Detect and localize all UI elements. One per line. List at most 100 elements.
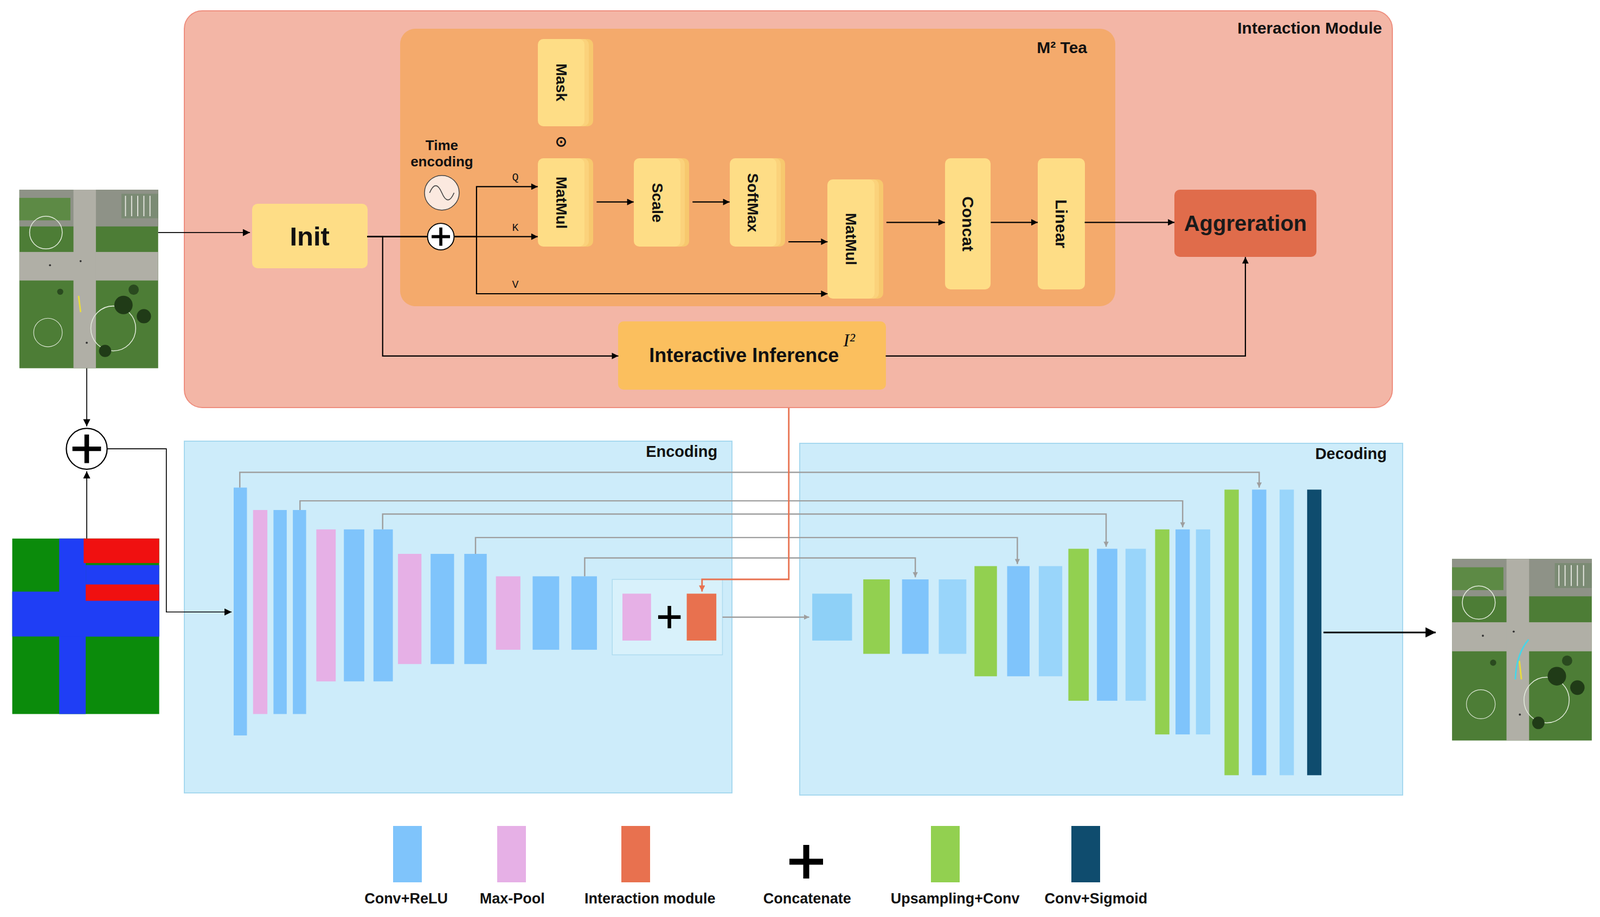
box-label: SoftMax bbox=[744, 172, 762, 233]
concatenate-symbol bbox=[658, 606, 681, 629]
connector-arrow bbox=[367, 186, 538, 237]
segmentation-map bbox=[85, 584, 160, 601]
decoder-layer bbox=[1068, 549, 1089, 702]
input-wire bbox=[86, 368, 88, 427]
skip-connection bbox=[239, 472, 1259, 618]
stage-panel: Encoding bbox=[183, 440, 734, 794]
segmentation-map bbox=[12, 538, 160, 715]
legend-symbol bbox=[789, 845, 824, 879]
encoder-layer bbox=[373, 529, 394, 682]
segmentation-map bbox=[83, 538, 159, 564]
edge-label-text: K bbox=[510, 221, 520, 234]
connector-arrow bbox=[788, 241, 828, 243]
encoder-layer bbox=[496, 576, 521, 651]
decoder-layer bbox=[1251, 489, 1267, 776]
layer-box: MatMul bbox=[537, 158, 586, 248]
legend-swatch bbox=[621, 826, 651, 883]
connector-arrow bbox=[990, 221, 1038, 223]
add-symbol bbox=[427, 223, 455, 250]
legend-swatch bbox=[497, 826, 526, 883]
box-label: MatMul bbox=[842, 213, 860, 266]
legend-label: Max-Pool bbox=[479, 890, 545, 908]
legend-text: Conv+Sigmoid bbox=[1044, 890, 1148, 908]
process-box: Aggreration bbox=[1174, 189, 1317, 257]
decoder-layer bbox=[974, 566, 997, 677]
output-aerial-image bbox=[1451, 558, 1592, 741]
legend-symbol bbox=[787, 843, 826, 882]
input-wire bbox=[158, 232, 250, 234]
concatenate-symbol bbox=[72, 434, 102, 464]
connector-arrow bbox=[1084, 221, 1175, 223]
encoder-layer bbox=[464, 554, 487, 665]
encoder-layer bbox=[397, 554, 422, 665]
skip-connection bbox=[584, 558, 916, 578]
bottleneck-group bbox=[612, 579, 723, 655]
connector-arrow bbox=[692, 201, 730, 203]
skip-connection bbox=[475, 537, 1018, 565]
encoder-layer bbox=[430, 554, 454, 665]
layer-box: MatMul bbox=[827, 179, 875, 299]
layer-box: Linear bbox=[1037, 158, 1085, 291]
encoder-layer bbox=[622, 593, 652, 641]
encoder-layer bbox=[686, 593, 717, 641]
layer-box: Mask bbox=[537, 39, 586, 127]
encoder-layer bbox=[253, 510, 268, 715]
encoder-layer bbox=[233, 487, 247, 736]
legend-text: Conv+ReLU bbox=[364, 890, 448, 908]
legend-label: Interaction module bbox=[584, 890, 716, 908]
box-symbol: I² bbox=[843, 330, 856, 351]
box-label: MatMul bbox=[552, 176, 570, 229]
segmentation-map bbox=[12, 538, 160, 715]
box-label: Init bbox=[289, 221, 330, 252]
legend-label: Concatenate bbox=[763, 890, 852, 908]
output-aerial-image bbox=[1515, 639, 1529, 680]
legend-swatch bbox=[1071, 826, 1101, 883]
decoder-layer bbox=[938, 579, 967, 654]
decoder-layer bbox=[1038, 566, 1063, 677]
decoder-layer bbox=[1279, 489, 1294, 776]
panel-title: Encoding bbox=[184, 441, 732, 461]
decoder-layer bbox=[1175, 529, 1190, 735]
stage-panel: Decoding bbox=[799, 442, 1404, 796]
legend-swatch bbox=[393, 826, 422, 883]
edge-label-text: Q bbox=[510, 171, 520, 184]
annotation: Time encoding bbox=[395, 137, 488, 171]
concatenate-symbol bbox=[66, 428, 107, 469]
connector-arrow bbox=[367, 236, 538, 238]
legend-label: Conv+Sigmoid bbox=[1044, 890, 1148, 908]
decoder-layer bbox=[1196, 529, 1211, 735]
connector-layer bbox=[367, 186, 1246, 356]
decoder-layer bbox=[812, 489, 1322, 776]
decoder-layer bbox=[1154, 529, 1169, 735]
decoder-layer bbox=[1224, 489, 1239, 776]
edge-label: K bbox=[510, 221, 520, 234]
output-aerial-image bbox=[1519, 661, 1522, 680]
decoder-layer bbox=[1125, 549, 1147, 702]
segmentation-map bbox=[59, 538, 86, 715]
skip-connection bbox=[299, 500, 1183, 528]
add-symbol bbox=[427, 223, 455, 250]
layer-box: Scale bbox=[633, 158, 681, 248]
box-label: Concat bbox=[958, 196, 978, 252]
annotation-text: Time encoding bbox=[395, 137, 488, 171]
time-encoding-icon bbox=[424, 175, 460, 211]
box-label: Linear bbox=[1051, 199, 1071, 249]
skip-connection bbox=[722, 616, 809, 618]
legend-text: Max-Pool bbox=[479, 890, 545, 908]
decoder-layer bbox=[1007, 566, 1030, 677]
decoder-layer bbox=[1096, 549, 1118, 702]
box-label: Aggreration bbox=[1184, 211, 1308, 236]
module-panel: Interaction ModuleM² TeaMaskMatMulScaleS… bbox=[183, 10, 1393, 409]
input-aerial-image bbox=[78, 296, 81, 313]
annotation-text: ⊙ bbox=[550, 133, 573, 151]
output-aerial-image bbox=[1451, 558, 1592, 741]
time-encoding-icon bbox=[424, 175, 460, 211]
decoder-layer bbox=[1307, 489, 1322, 776]
legend-label: Conv+ReLU bbox=[364, 890, 448, 908]
panel-title: Decoding bbox=[800, 444, 1403, 464]
connector-arrow bbox=[367, 236, 619, 357]
input-wire bbox=[107, 448, 233, 613]
segmentation-map bbox=[85, 565, 160, 638]
add-symbol bbox=[431, 227, 451, 247]
output-wire bbox=[1323, 632, 1436, 634]
